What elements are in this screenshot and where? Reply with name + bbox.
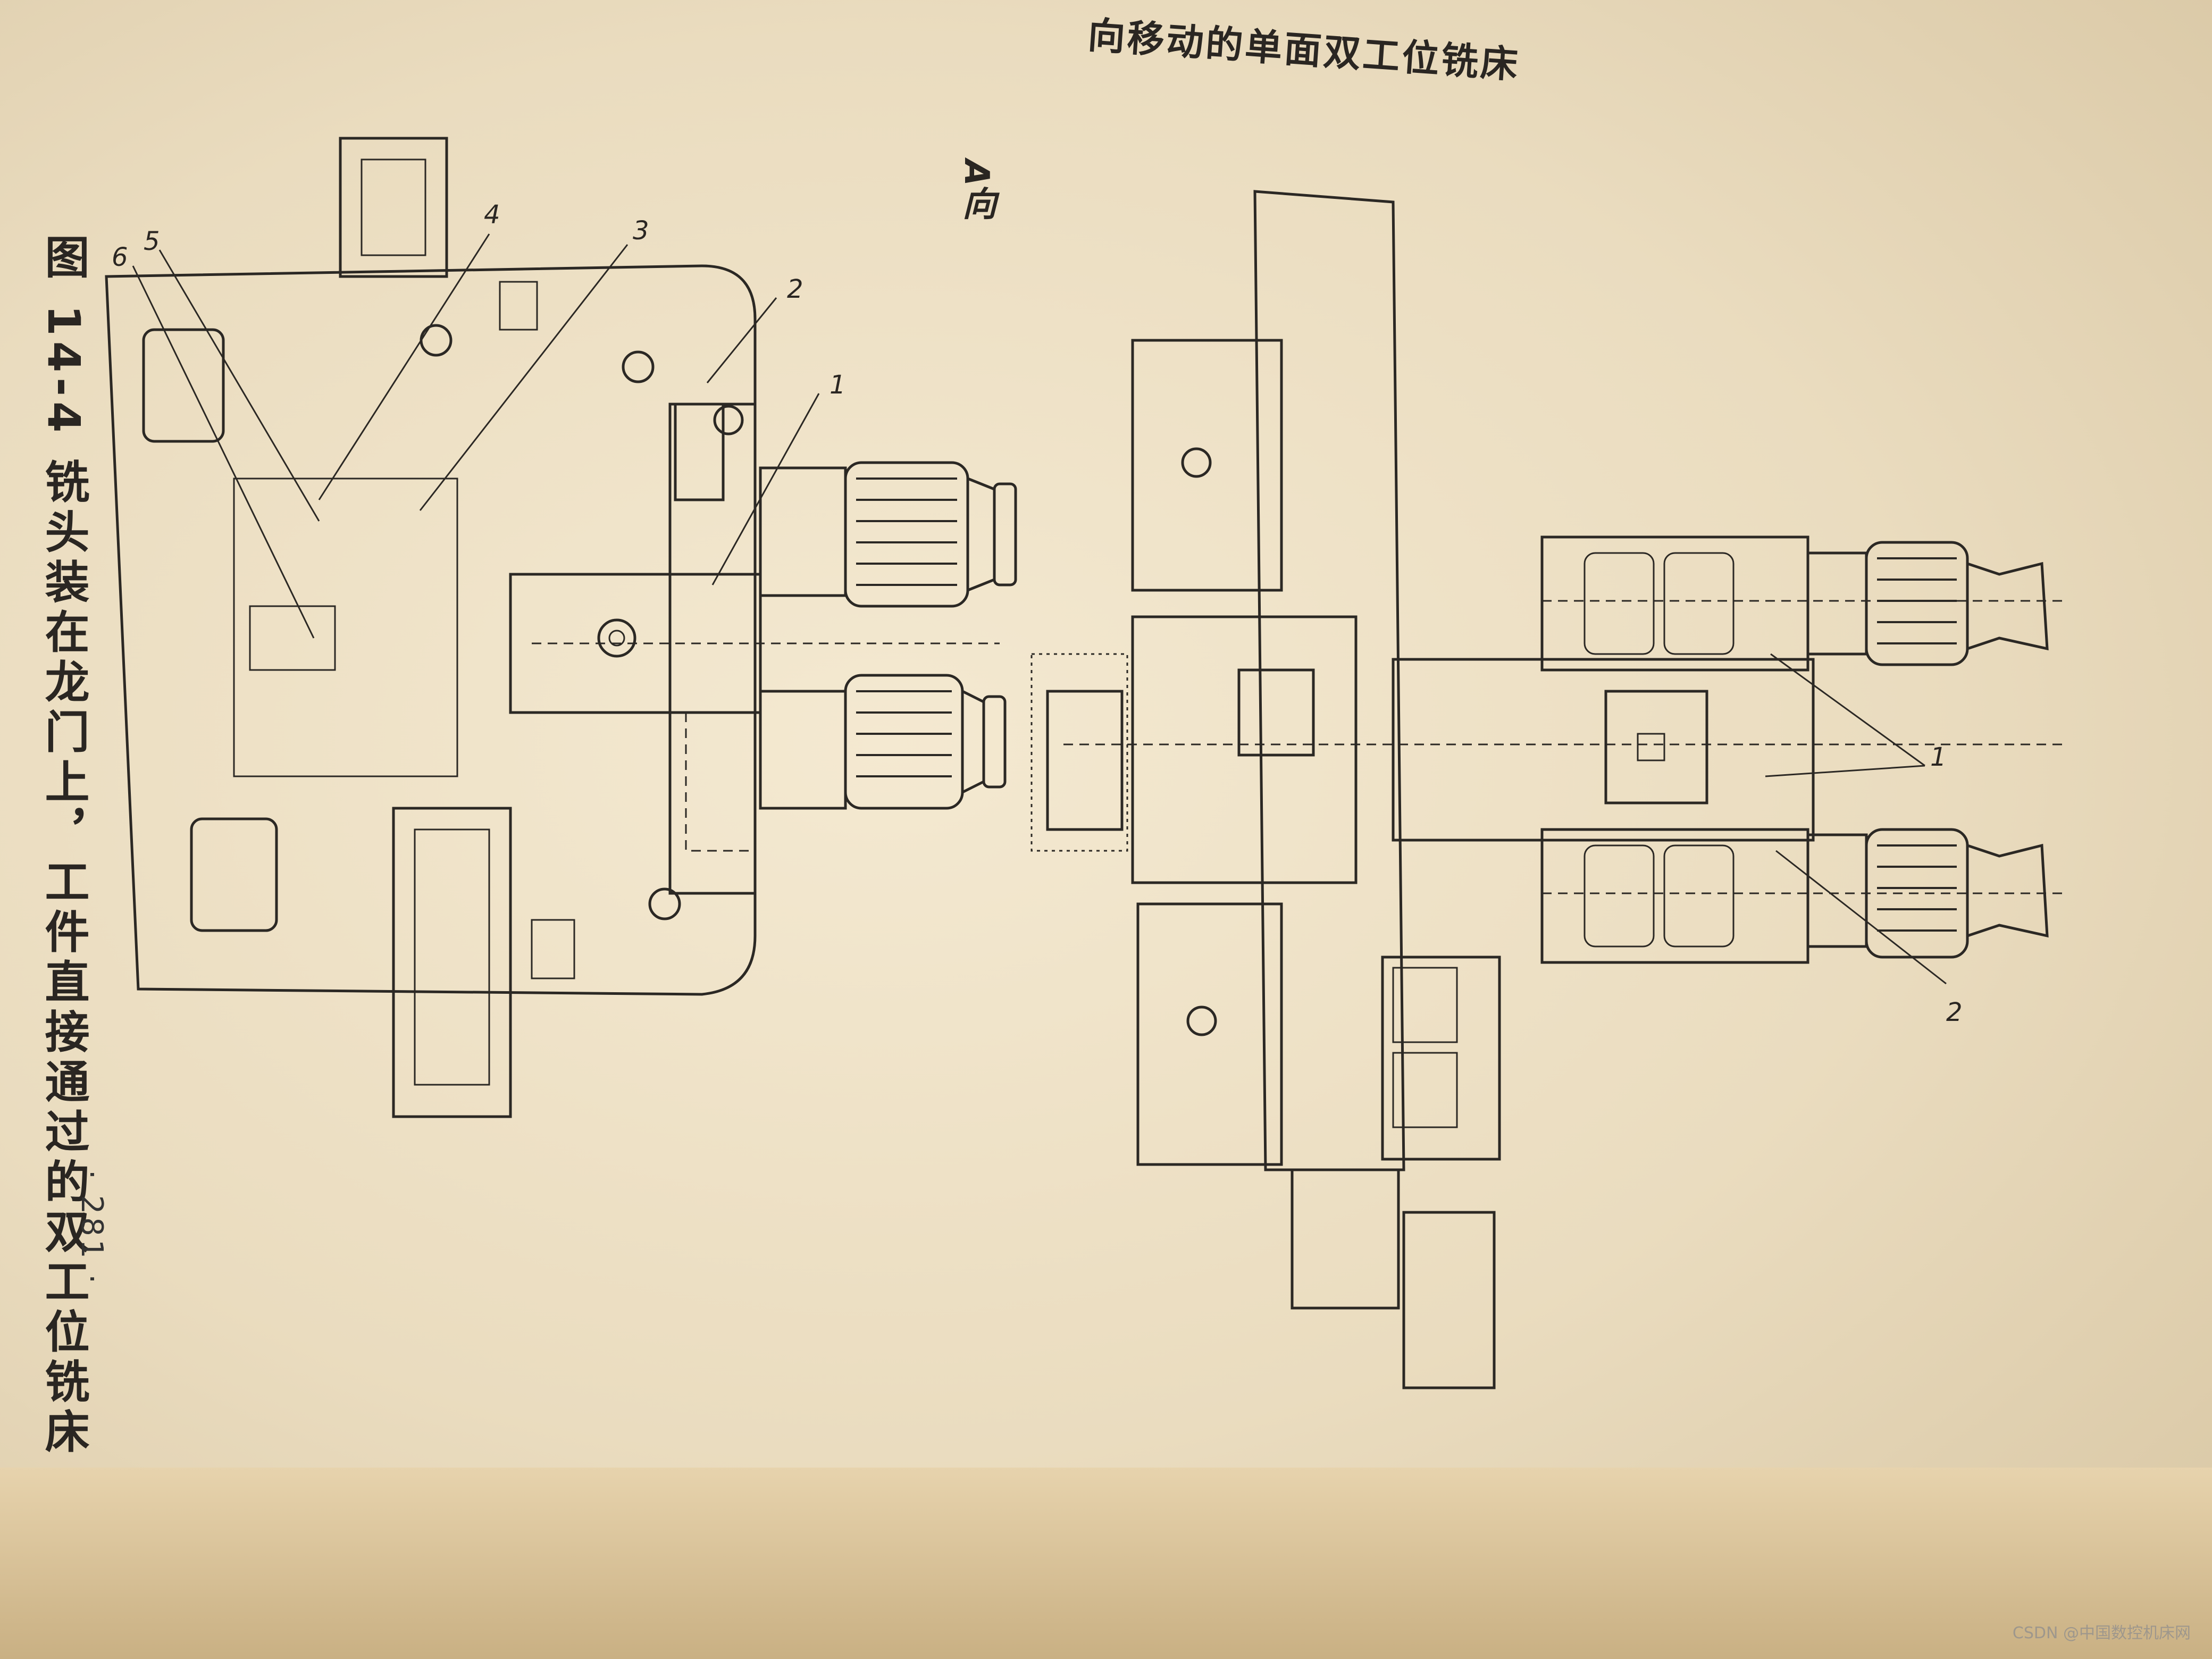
- left-view-drawing: 1 2 3 4 5 6: [105, 137, 1017, 1118]
- watermark: CSDN @中国数控机床网: [2012, 1624, 2191, 1643]
- right-callout-1: 1: [1930, 742, 1947, 772]
- left-callout-5: 5: [144, 227, 160, 256]
- left-callout-2: 2: [787, 274, 803, 304]
- upper-spindle-head: [1540, 535, 2049, 672]
- left-callout-6: 6: [112, 242, 128, 272]
- lower-spindle-head: [1540, 828, 2049, 964]
- figure-caption: 图 14-4 铣头装在龙门上，工件直接通过的双工位铣床: [38, 234, 90, 1459]
- lower-motor: [844, 674, 1007, 810]
- left-callout-3: 3: [633, 216, 649, 246]
- right-view-drawing: 1 2: [1030, 190, 2063, 1389]
- left-callout-1: 1: [830, 370, 846, 400]
- upper-motor: [844, 461, 1017, 608]
- page-number: · 281 ·: [74, 1170, 109, 1287]
- left-callout-4: 4: [484, 200, 500, 230]
- view-label: A向: [957, 160, 996, 220]
- right-callout-2: 2: [1946, 998, 1963, 1027]
- page-edge: [0, 1468, 2212, 1659]
